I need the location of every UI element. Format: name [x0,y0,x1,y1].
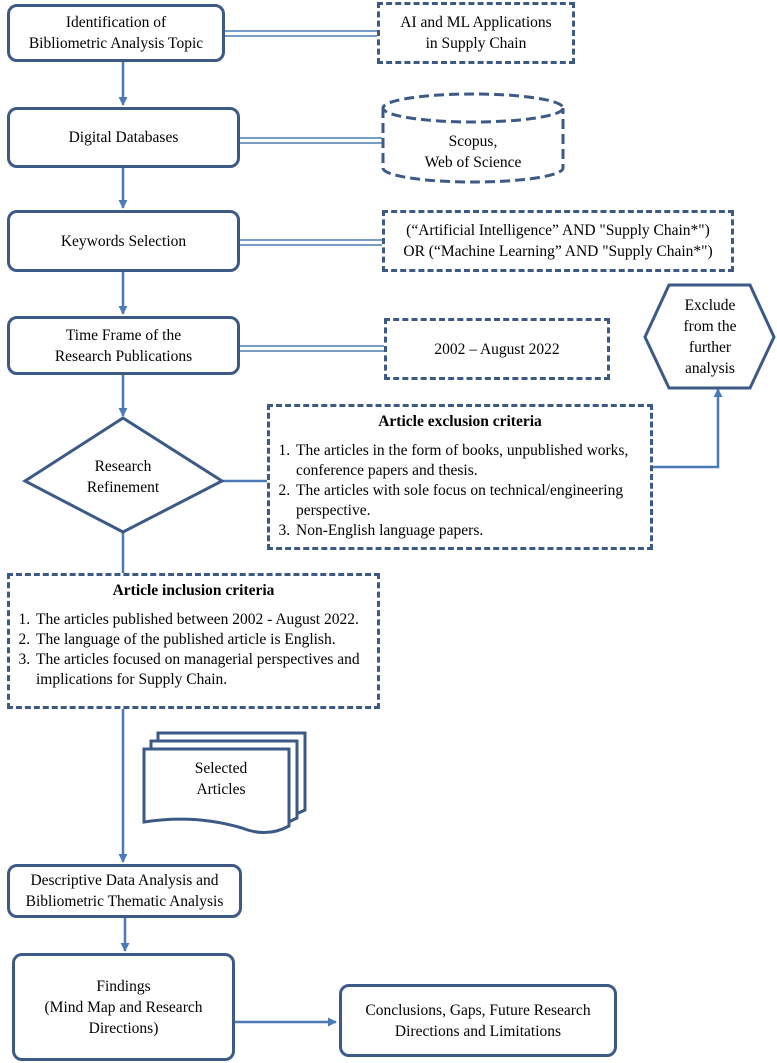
arrow-exclusion-to-exclude [652,388,723,469]
timeframe-line-2: Research Publications [54,347,193,365]
databases-detail-text: Scopus, Web of Science [384,124,562,180]
findings-box: Findings (Mind Map and Research Directio… [12,953,235,1061]
databases-detail-line-2: Web of Science [424,154,522,171]
descriptive-analysis-box: Descriptive Data Analysis and Bibliometr… [7,864,242,918]
digital-databases-box: Digital Databases [7,107,240,168]
selected-line-1: Selected [194,760,248,777]
exclusion-item: Non-English language papers. [294,521,642,541]
topic-detail-box: AI and ML Applications in Supply Chain [377,2,575,64]
databases-detail-line-1: Scopus, [448,133,498,150]
exclusion-criteria-title: Article exclusion criteria [378,413,542,430]
exclusion-criteria-box: Article exclusion criteria The articles … [267,404,653,550]
keywords-detail-box: (“Artificial Intelligence” AND "Supply C… [382,210,734,272]
conclusions-line-1: Conclusions, Gaps, Future Research [365,1001,591,1019]
topic-detail-line-2: in Supply Chain [425,35,527,52]
topic-line-2: Bibliometric Analysis Topic [28,35,204,52]
descriptive-line-1: Descriptive Data Analysis and [30,872,219,889]
keywords-label: Keywords Selection [60,232,187,250]
refinement-line-1: Research [94,458,152,475]
topic-line-1: Identification of [65,14,167,31]
exclusion-criteria-list: The articles in the form of books, unpub… [278,441,642,541]
exclusion-item: The articles with sole focus on technica… [294,481,642,521]
conclusions-box: Conclusions, Gaps, Future Research Direc… [339,984,617,1057]
inclusion-item: The language of the published article is… [34,630,369,650]
findings-line-3: Directions) [88,1019,159,1037]
inclusion-item: The articles published between 2002 - Au… [34,610,369,630]
inclusion-criteria-title: Article inclusion criteria [112,582,275,599]
time-frame-box: Time Frame of the Research Publications [7,316,240,375]
time-frame-detail-box: 2002 – August 2022 [384,318,610,380]
selected-line-2: Articles [196,781,246,798]
topic-identification-box: Identification of Bibliometric Analysis … [7,4,225,62]
exclude-text: Exclude from the further analysis [660,292,760,382]
conclusions-line-2: Directions and Limitations [394,1022,562,1040]
refinement-decision-diamond [22,416,226,534]
exclude-hexagon [643,283,776,390]
inclusion-item: The articles focused on managerial persp… [34,650,369,690]
exclude-line-1: Exclude [684,297,736,314]
timeframe-detail-text: 2002 – August 2022 [434,340,560,358]
keywords-selection-box: Keywords Selection [7,210,240,272]
databases-detail-cylinder-top [381,92,565,124]
topic-detail-line-1: AI and ML Applications [400,14,552,31]
exclude-line-3: further [688,339,732,356]
keywords-detail-line-1: (“Artificial Intelligence” AND "Supply C… [406,222,710,239]
refinement-line-2: Refinement [86,479,160,496]
exclude-line-2: from the [683,318,737,335]
selected-articles-text: Selected Articles [146,756,296,802]
keywords-detail-line-2: OR (“Machine Learning” AND "Supply Chain… [403,243,713,260]
refinement-text: Research Refinement [63,452,183,502]
exclude-line-4: analysis [685,360,735,377]
descriptive-line-2: Bibliometric Thematic Analysis [25,893,224,910]
timeframe-line-1: Time Frame of the [65,326,182,344]
selected-articles-sheet-front [142,747,291,834]
databases-detail-cylinder [381,108,565,184]
inclusion-criteria-list: The articles published between 2002 - Au… [18,610,369,690]
findings-line-1: Findings [96,977,151,995]
inclusion-criteria-box: Article inclusion criteria The articles … [7,573,380,709]
findings-line-2: (Mind Map and Research [44,998,203,1016]
databases-label: Digital Databases [68,129,179,146]
exclusion-item: The articles in the form of books, unpub… [294,441,642,481]
